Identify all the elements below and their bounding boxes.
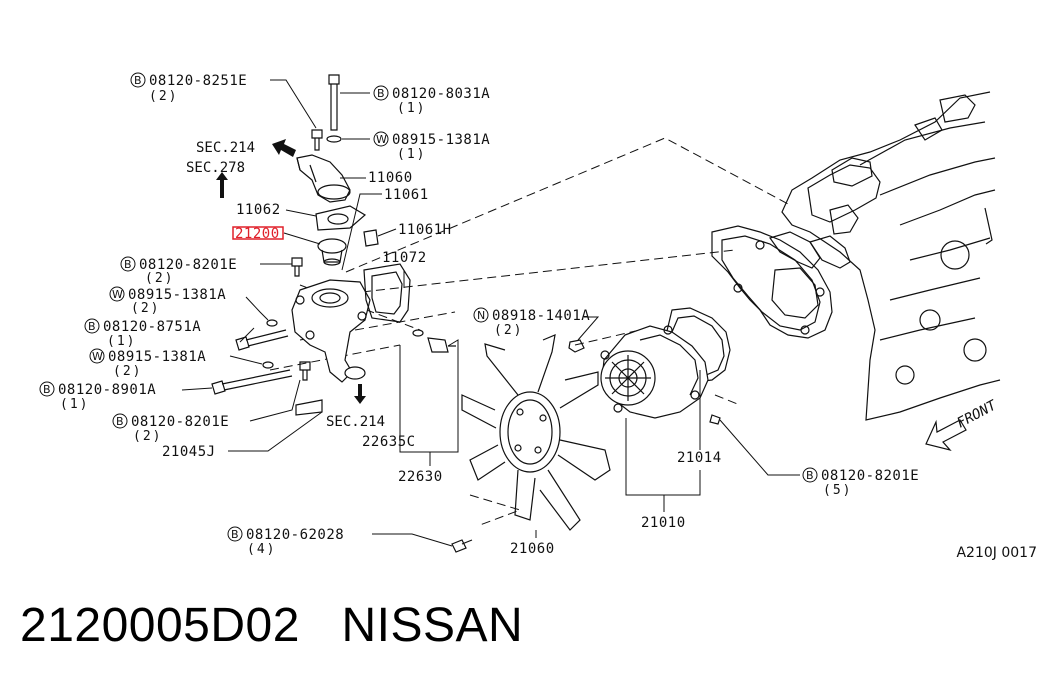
highlight-box-21200 (232, 226, 284, 240)
label-08120-8751A: 08120-8751A (103, 319, 201, 335)
part-labels: 08120-8251E (2) 08120-8031A (1) 08915-13… (58, 73, 919, 557)
label-08918-1401A: 08918-1401A (492, 308, 590, 324)
label-11062: 11062 (236, 202, 281, 218)
engine-block (711, 91, 1001, 421)
footer-title: 2120005D02 NISSAN (20, 598, 523, 653)
label-22630: 22630 (398, 469, 443, 485)
label-21200: 21200 (235, 226, 280, 242)
label-08915-1381A-mid: 08915-1381A (128, 287, 226, 303)
brand-name: NISSAN (341, 599, 524, 652)
prefix-bolt-6: B (116, 415, 124, 428)
prefix-bolt-2: B (377, 87, 385, 100)
direction-arrows (216, 139, 366, 404)
label-sec214-bottom: SEC.214 (326, 414, 385, 430)
label-sec214-top: SEC.214 (196, 140, 255, 156)
label-21045J: 21045J (162, 444, 216, 460)
label-21060: 21060 (510, 541, 555, 557)
prefix-washer-2: W (112, 288, 123, 301)
diagram-code: A210J 0017 (956, 545, 1037, 561)
qty-08120-62028: (4) (247, 542, 276, 557)
front-arrow: FRONT (925, 397, 1000, 452)
qty-08120-8031A: (1) (397, 101, 426, 116)
label-08120-8201E-c: 08120-8201E (821, 468, 919, 484)
leader-lines (181, 79, 800, 547)
water-pump (568, 307, 731, 425)
prefix-bolt-7: B (806, 469, 814, 482)
prefix-bolt-3: B (124, 258, 132, 271)
arrow-sec278 (216, 172, 228, 198)
qty-08915-1381A-low: (2) (113, 364, 142, 379)
label-08120-8201E-b: 08120-8201E (131, 414, 229, 430)
front-label: FRONT (954, 397, 1000, 432)
label-21010: 21010 (641, 515, 686, 531)
label-21014: 21014 (677, 450, 722, 466)
label-22635C: 22635C (362, 434, 416, 450)
prefix-bolt-5: B (43, 383, 51, 396)
label-11061H: 11061H (398, 222, 452, 238)
qty-08120-8201E-a: (2) (145, 271, 174, 286)
label-08120-62028: 08120-62028 (246, 527, 344, 543)
label-sec278: SEC.278 (186, 160, 245, 176)
qty-08120-8201E-c: (5) (823, 483, 852, 498)
prefix-symbols: B B W B W B W B B N B B (39, 72, 818, 542)
label-08915-1381A-top: 08915-1381A (392, 132, 490, 148)
qty-08120-8751A: (1) (107, 334, 136, 349)
arrow-sec214-bottom (354, 384, 366, 404)
prefix-washer-1: W (376, 133, 387, 146)
cooling-fan (451, 334, 611, 553)
thermostat-housing (211, 74, 456, 416)
label-08120-8251E: 08120-8251E (149, 73, 247, 89)
label-08120-8201E-a: 08120-8201E (139, 257, 237, 273)
label-08915-1381A-low: 08915-1381A (108, 349, 206, 365)
prefix-nut: N (477, 309, 485, 322)
qty-08120-8901A: (1) (60, 397, 89, 412)
label-08120-8031A: 08120-8031A (392, 86, 490, 102)
qty-08918-1401A: (2) (494, 323, 523, 338)
prefix-bolt-8: B (231, 528, 239, 541)
arrow-sec214-top (272, 139, 296, 157)
prefix-bolt-1: B (134, 74, 142, 87)
label-08120-8901A: 08120-8901A (58, 382, 156, 398)
qty-08120-8251E: (2) (149, 89, 178, 104)
qty-08915-1381A-mid: (2) (131, 301, 160, 316)
prefix-washer-3: W (92, 350, 103, 363)
label-11060: 11060 (368, 170, 413, 186)
label-11072: 11072 (382, 250, 427, 266)
qty-08915-1381A-top: (1) (397, 147, 426, 162)
label-11061: 11061 (384, 187, 429, 203)
qty-08120-8201E-b: (2) (133, 429, 162, 444)
part-number: 2120005D02 (20, 599, 300, 652)
prefix-bolt-4: B (88, 320, 96, 333)
